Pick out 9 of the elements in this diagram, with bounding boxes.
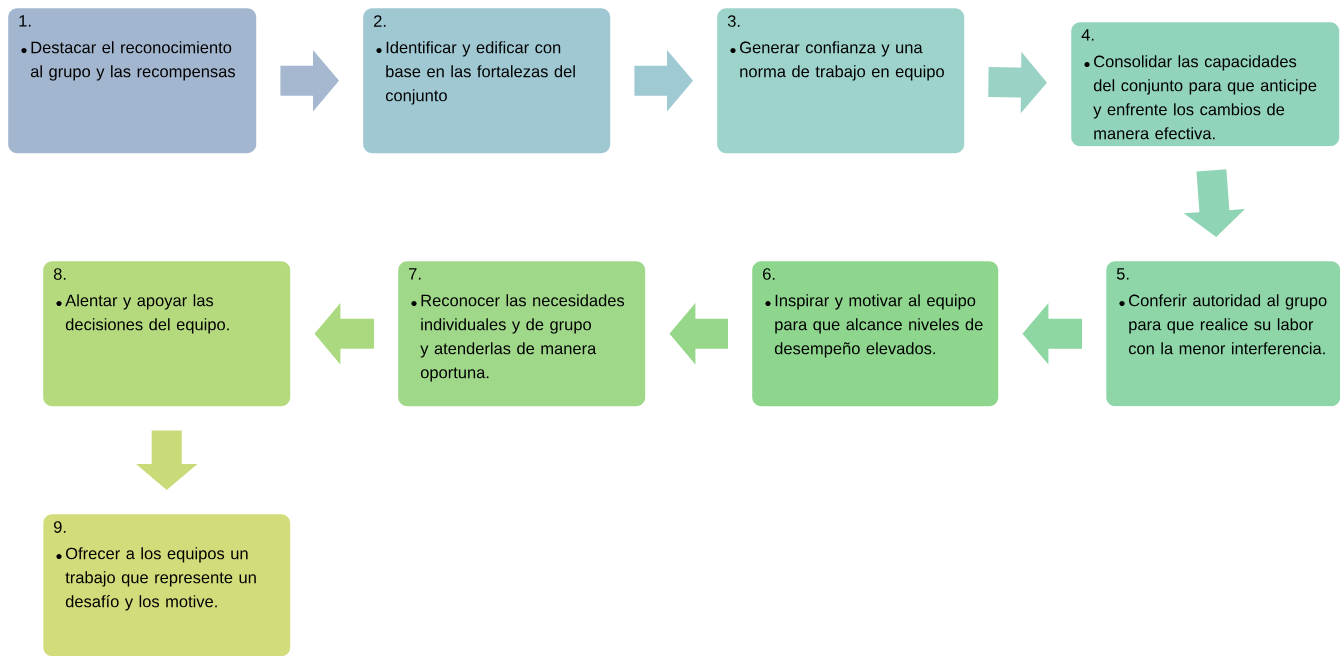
process-box: 7. Reconocer las necesidades individuales y de grupo y atenderlas de manera oportuna. [398,261,646,407]
process-box: 4. Consolidar las capacidades del conjunto para que anticipe y enfrente los cambios de manera efectiva. [1071,22,1340,147]
process-box: 2. Identificar y edificar con base en las fortalezas del conjunto [363,8,611,154]
process-box: 8. Alentar y apoyar las decisiones del equipo. [43,261,291,407]
process-box: 9. Ofrecer a los equipos un trabajo que represente un desafío y los motive. [43,514,291,656]
process-box: 1. Destacar el reconocimiento al grupo y las recompensas [8,8,257,154]
process-box: 3. Generar confianza y una norma de trabajo en equipo [717,8,965,154]
process-box: 6. Inspirar y motivar al equipo para que alcance niveles de desempeño elevados. [752,261,999,407]
process-box: 5. Conferir autoridad al grupo para que realice su labor con la menor interferencia. [1106,261,1340,407]
